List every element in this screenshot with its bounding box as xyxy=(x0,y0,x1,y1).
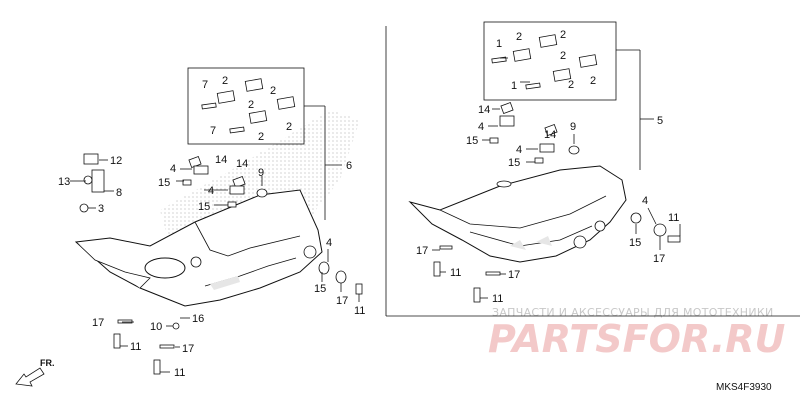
right-fasteners xyxy=(433,245,501,303)
left-mount-stack xyxy=(182,156,363,295)
callout-14: 14 xyxy=(544,129,556,141)
callout-11: 11 xyxy=(174,367,185,379)
right-pad-kit-parts xyxy=(491,34,598,90)
callout-15: 15 xyxy=(466,135,478,147)
clip-strip xyxy=(201,102,217,110)
rubber-pad xyxy=(578,54,598,68)
rubber-pad xyxy=(248,110,268,124)
callout-14: 14 xyxy=(215,154,227,166)
callout-2: 2 xyxy=(560,50,566,62)
callout-17: 17 xyxy=(653,253,665,265)
callout-4: 4 xyxy=(478,121,484,133)
rubber-pad xyxy=(276,96,296,110)
callout-4: 4 xyxy=(326,237,332,249)
callout-15: 15 xyxy=(508,157,520,169)
callout-2: 2 xyxy=(568,79,574,91)
watermark: ЗАПЧАСТИ И АКСЕССУАРЫ ДЛЯ МОТОТЕХНИКИ PA… xyxy=(488,306,786,361)
callout-14: 14 xyxy=(478,104,490,116)
left-plate-opening xyxy=(144,257,186,279)
direction-label: FR. xyxy=(40,358,55,368)
callout-2: 2 xyxy=(222,75,228,87)
left-pad-kit-parts xyxy=(201,78,296,134)
left-bracket xyxy=(79,153,105,213)
callout-17: 17 xyxy=(336,295,348,307)
rubber-pad xyxy=(216,90,236,104)
callout-15: 15 xyxy=(314,283,326,295)
clip-strip xyxy=(229,126,245,134)
watermark-brand: PARTSFOR.RU xyxy=(488,317,786,361)
callout-12: 12 xyxy=(110,155,122,167)
callout-16: 16 xyxy=(192,313,204,325)
right-assembly: 1 2 2 2 2 1 2 5 14 4 14 4 9 15 15 4 11 1… xyxy=(408,21,681,305)
right-mount-stack xyxy=(489,102,681,243)
clip-strip xyxy=(525,82,541,90)
callout-1: 1 xyxy=(511,80,517,92)
callout-11: 11 xyxy=(450,267,461,279)
rubber-pad xyxy=(512,48,532,62)
right-pad-kit-box xyxy=(483,21,617,101)
callout-4: 4 xyxy=(642,195,648,207)
callout-10: 10 xyxy=(150,321,162,333)
left-callouts: 7 2 2 2 7 2 2 6 14 4 15 14 4 15 9 12 13 … xyxy=(58,75,365,379)
callout-3: 3 xyxy=(98,203,104,215)
clip-strip xyxy=(491,56,507,64)
callout-9: 9 xyxy=(570,121,576,133)
callout-15: 15 xyxy=(158,177,170,189)
rubber-pad xyxy=(244,78,264,92)
callout-14: 14 xyxy=(236,158,248,170)
callout-5: 5 xyxy=(657,115,663,127)
callout-2: 2 xyxy=(560,29,566,41)
callout-15: 15 xyxy=(198,201,210,213)
callout-7: 7 xyxy=(210,125,216,137)
callout-4: 4 xyxy=(516,144,522,156)
callout-2: 2 xyxy=(590,75,596,87)
left-leaders xyxy=(70,159,360,373)
rubber-pad xyxy=(552,68,572,82)
callout-2: 2 xyxy=(286,121,292,133)
right-panel-frame xyxy=(385,26,800,317)
callout-11: 11 xyxy=(668,212,679,224)
callout-2: 2 xyxy=(258,131,264,143)
callout-17: 17 xyxy=(182,343,194,355)
callout-8: 8 xyxy=(116,187,122,199)
callout-7: 7 xyxy=(202,79,208,91)
right-leaders xyxy=(432,57,681,299)
callout-17: 17 xyxy=(416,245,428,257)
left-fasteners xyxy=(113,319,180,375)
callout-15: 15 xyxy=(629,237,641,249)
rubber-pad xyxy=(538,34,558,48)
callout-2: 2 xyxy=(248,99,254,111)
left-assembly: 7 2 2 2 7 2 2 6 14 4 15 14 4 15 9 12 13 … xyxy=(15,67,365,387)
callout-1: 1 xyxy=(496,38,502,50)
callout-2: 2 xyxy=(270,85,276,97)
diagram-code: MKS4F3930 xyxy=(716,382,772,393)
callout-4: 4 xyxy=(170,163,176,175)
right-callouts: 1 2 2 2 2 1 2 5 14 4 14 4 9 15 15 4 11 1… xyxy=(416,29,679,305)
callout-11: 11 xyxy=(130,341,141,353)
callout-17: 17 xyxy=(508,269,520,281)
callout-6: 6 xyxy=(346,160,352,172)
callout-11: 11 xyxy=(492,293,503,305)
callout-4: 4 xyxy=(208,185,214,197)
front-direction-arrow: FR. xyxy=(15,358,55,387)
callout-17: 17 xyxy=(92,317,104,329)
callout-13: 13 xyxy=(58,176,70,188)
callout-2: 2 xyxy=(516,31,522,43)
callout-9: 9 xyxy=(258,167,264,179)
callout-11: 11 xyxy=(354,305,365,317)
